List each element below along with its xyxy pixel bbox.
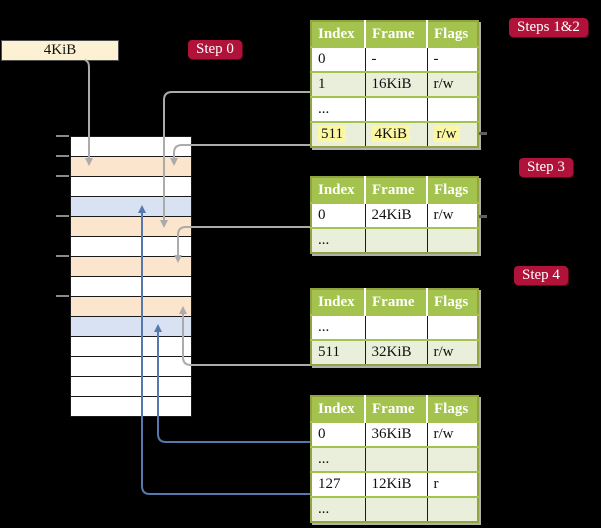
- table-cell: 16KiB: [371, 76, 412, 92]
- memory-row: [71, 297, 191, 317]
- memory-row: [71, 137, 191, 157]
- badge-step-0: Step 0: [188, 40, 242, 59]
- table-row: 0 36KiB r/w: [311, 421, 478, 447]
- table-cell: 36KiB: [371, 426, 412, 442]
- arrow-table2-row-0-to-frame-24kib: [174, 226, 310, 263]
- table-header-row: Index Frame Flags: [311, 396, 478, 422]
- column-header-index: Index: [311, 289, 365, 315]
- table-cell-highlighted: r/w: [433, 126, 460, 142]
- arrow-table3-row-511-to-frame-32kib: [179, 306, 310, 366]
- table-cell: 1: [318, 76, 326, 92]
- table-cell: -: [371, 51, 377, 67]
- table-row: 0 - -: [311, 46, 478, 72]
- table-cell-highlighted: 4KiB: [371, 126, 411, 142]
- memory-row: [71, 317, 191, 337]
- column-header-flags: Flags: [426, 177, 478, 203]
- badge-step-3: Step 3: [519, 158, 573, 177]
- memory-row: [71, 157, 191, 177]
- table-cell: -: [433, 51, 439, 67]
- memory-row: [71, 177, 191, 197]
- table-cell: r: [433, 476, 439, 492]
- table-cell: 0: [318, 51, 326, 67]
- page-table-step-4: Index Frame Flags ... 511 32KiB r/w: [310, 288, 479, 366]
- column-header-frame: Frame: [364, 396, 427, 422]
- column-header-flags: Flags: [426, 396, 478, 422]
- table-cell: r/w: [433, 426, 454, 442]
- table-row: ...: [311, 314, 478, 340]
- table-row: ...: [311, 96, 478, 122]
- table-cell: ...: [318, 319, 330, 335]
- table-row: 1 16KiB r/w: [311, 71, 478, 97]
- table-cell: ...: [318, 101, 330, 117]
- page-table-final: Index Frame Flags 0 36KiB r/w ... 127 12…: [310, 395, 479, 523]
- table-cell: 0: [318, 426, 326, 442]
- memory-row: [71, 397, 191, 416]
- free-block-size-label: 4KiB: [1, 40, 119, 61]
- table-cell: ...: [318, 451, 330, 467]
- memory-tick: [56, 155, 69, 157]
- table-cell: r/w: [433, 76, 454, 92]
- row-marker-dash: [479, 215, 487, 218]
- column-header-index: Index: [311, 396, 365, 422]
- row-marker-dash: [479, 132, 487, 135]
- badge-steps-1-2: Steps 1&2: [509, 18, 588, 37]
- table-cell: 511: [318, 344, 340, 360]
- table-row: 0 24KiB r/w: [311, 202, 478, 228]
- memory-tick: [56, 255, 69, 257]
- page-table-steps-1-2: Index Frame Flags 0 - - 1 16KiB r/w ... …: [310, 20, 479, 148]
- table-row: ...: [311, 496, 478, 522]
- table-cell: 32KiB: [371, 344, 412, 360]
- table-cell: 12KiB: [371, 476, 412, 492]
- memory-tick: [56, 175, 69, 177]
- memory-row: [71, 257, 191, 277]
- table-row: 511 32KiB r/w: [311, 339, 478, 365]
- column-header-flags: Flags: [426, 21, 478, 47]
- memory-column: [70, 136, 192, 417]
- table-cell: 0: [318, 207, 326, 223]
- memory-row: [71, 197, 191, 217]
- memory-row: [71, 237, 191, 257]
- memory-tick: [56, 295, 69, 297]
- table-cell: r/w: [433, 207, 454, 223]
- column-header-frame: Frame: [364, 289, 427, 315]
- memory-row: [71, 277, 191, 297]
- table-cell-highlighted: 511: [318, 126, 346, 142]
- memory-row: [71, 357, 191, 377]
- table-header-row: Index Frame Flags: [311, 177, 478, 203]
- memory-tick: [56, 135, 69, 137]
- table-row: ...: [311, 446, 478, 472]
- table-row: ...: [311, 227, 478, 253]
- column-header-frame: Frame: [364, 21, 427, 47]
- column-header-index: Index: [311, 177, 365, 203]
- table-cell: 127: [318, 476, 341, 492]
- column-header-index: Index: [311, 21, 365, 47]
- memory-row: [71, 337, 191, 357]
- column-header-frame: Frame: [364, 177, 427, 203]
- memory-tick: [56, 215, 69, 217]
- table-row: 127 12KiB r: [311, 471, 478, 497]
- table-cell: ...: [318, 232, 330, 248]
- memory-row: [71, 217, 191, 237]
- table-cell: ...: [318, 501, 330, 517]
- memory-row: [71, 377, 191, 397]
- table-cell: 24KiB: [371, 207, 412, 223]
- page-table-step-3: Index Frame Flags 0 24KiB r/w ...: [310, 176, 479, 254]
- table-cell: r/w: [433, 344, 454, 360]
- table-header-row: Index Frame Flags: [311, 289, 478, 315]
- badge-step-4: Step 4: [514, 266, 568, 285]
- column-header-flags: Flags: [426, 289, 478, 315]
- table-row-highlighted: 511 4KiB r/w: [311, 121, 478, 147]
- table-header-row: Index Frame Flags: [311, 21, 478, 47]
